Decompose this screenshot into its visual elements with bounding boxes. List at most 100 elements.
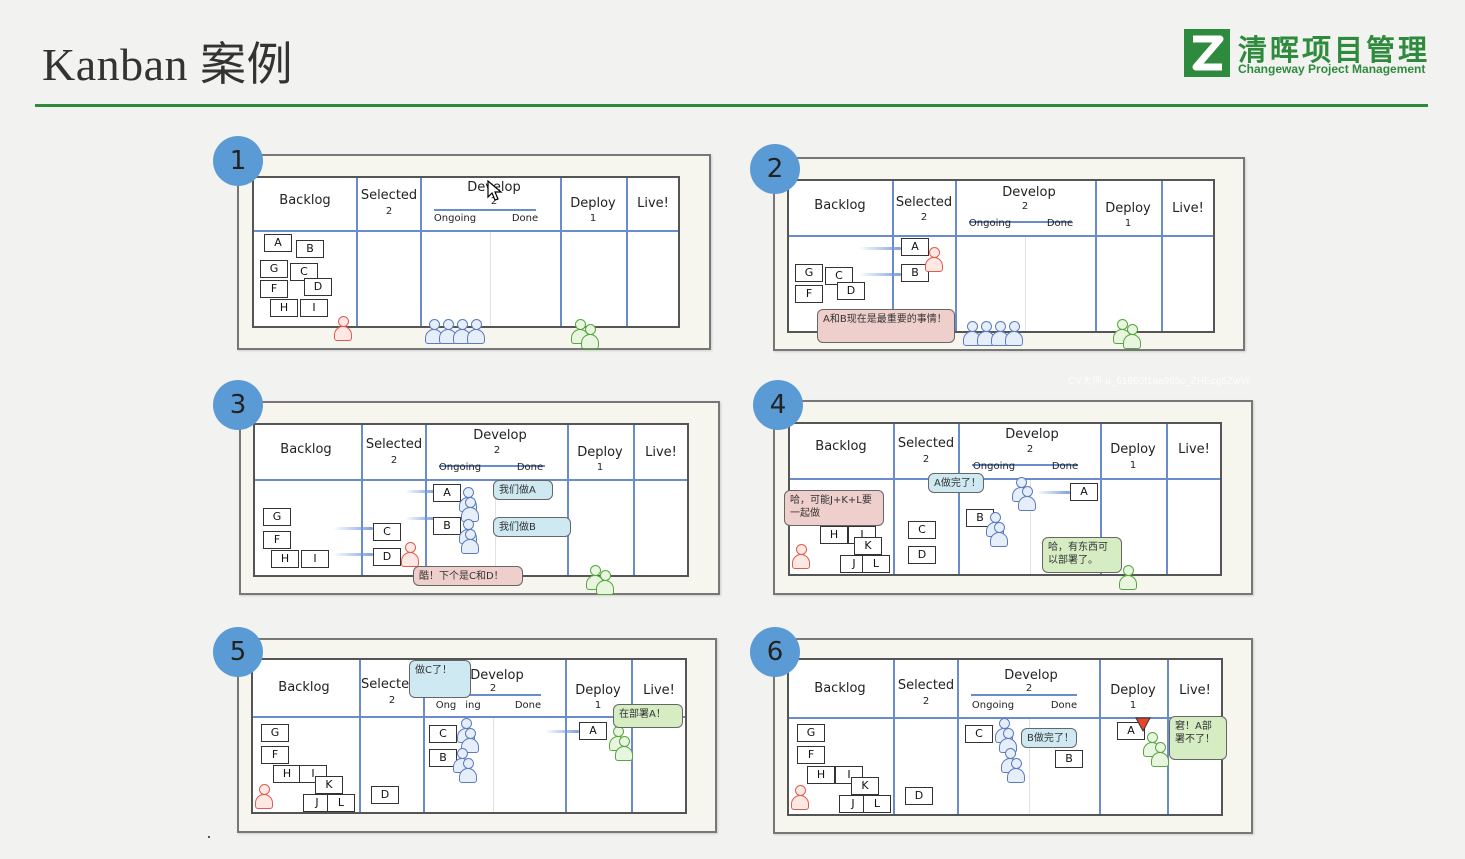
ops-person-icon: [1123, 324, 1141, 350]
col-selected-limit: 2: [922, 696, 930, 707]
logo-chinese-name: 清晖项目管理: [1238, 33, 1431, 67]
col-backlog: Backlog: [814, 681, 866, 696]
task-card: F: [795, 285, 823, 303]
task-card: B: [433, 517, 461, 535]
speech-bubble: A和B现在是最重要的事情！: [817, 309, 955, 343]
col-develop: Develop: [473, 428, 527, 443]
col-deploy: Deploy: [570, 196, 616, 211]
warning-triangle-icon: [1135, 717, 1151, 732]
col-develop: Develop: [1002, 185, 1056, 200]
col-develop-limit: 2: [489, 683, 497, 694]
col-backlog: Backlog: [280, 442, 332, 457]
kanban-board: Backlog Selecte 2 Develop 2 Ong ing Done…: [251, 658, 687, 814]
developer-icon: [1018, 486, 1036, 512]
col-develop-limit: 2: [1021, 201, 1029, 212]
developer-icon: [1005, 321, 1023, 347]
col-selected-limit: 2: [922, 454, 930, 465]
col-selected: Selected: [897, 436, 955, 451]
title-divider: [35, 104, 1428, 107]
col-ongoing: Ong: [435, 700, 457, 711]
col-selected-limit: 2: [390, 455, 398, 466]
developer-icon: [1007, 758, 1025, 784]
task-card: B: [296, 240, 324, 258]
task-card: B: [966, 509, 994, 527]
task-card: D: [905, 787, 933, 805]
step-number-badge: 3: [213, 380, 263, 430]
step-number-badge: 6: [750, 627, 800, 677]
customer-person-icon: [255, 784, 273, 810]
developer-icon: [990, 522, 1008, 548]
mouse-cursor-icon: [487, 180, 503, 201]
col-selected: Selected: [365, 437, 423, 452]
ops-person-icon: [1119, 565, 1137, 591]
col-selected: Selecte: [361, 677, 410, 692]
task-card: A: [901, 238, 929, 256]
task-card: D: [371, 786, 399, 804]
speech-bubble: A做完了！: [928, 473, 984, 493]
task-card: L: [863, 795, 891, 813]
task-card: I: [301, 550, 329, 568]
kanban-panel-1: Backlog Selected 2 Develop 2 Ongoing Don…: [237, 154, 711, 350]
col-develop: Develop: [470, 668, 524, 683]
logo-mark-icon: [1184, 29, 1230, 77]
kanban-board: Backlog Selected 2 Develop 2 Ongoing Don…: [787, 658, 1227, 816]
speech-bubble: B做完了！: [1021, 728, 1077, 748]
customer-person-icon: [334, 316, 352, 342]
developer-icon: [467, 319, 485, 345]
developer-icon: [461, 529, 479, 555]
customer-person-icon: [791, 785, 809, 811]
task-card: H: [807, 766, 835, 784]
task-card: D: [837, 282, 865, 300]
task-card: K: [854, 537, 882, 555]
col-done: Done: [511, 213, 539, 224]
col-deploy-limit: 1: [1129, 460, 1137, 471]
speech-bubble: 窘！A部署不了！: [1169, 716, 1227, 760]
col-deploy: Deploy: [575, 683, 621, 698]
developer-icon: [453, 319, 471, 345]
task-card: D: [304, 278, 332, 296]
speech-bubble: 酷！下个是C和D！: [413, 566, 523, 586]
col-selected-limit: 2: [385, 206, 393, 217]
col-develop-limit: 2: [493, 445, 501, 456]
ops-person-icon: [1151, 742, 1169, 768]
kanban-panel-4: Backlog Selected 2 Develop 2 Ongoing Don…: [773, 400, 1253, 595]
task-card: A: [1117, 722, 1145, 740]
watermark: CV大师-u_61860f1aa985c_ZHEcg5ZwVr: [1068, 376, 1250, 387]
task-card: G: [263, 508, 291, 526]
ops-person-icon: [581, 324, 599, 350]
col-live: Live!: [1178, 442, 1210, 457]
col-ongoing: Ongoing: [968, 218, 1012, 229]
col-backlog: Backlog: [278, 680, 330, 695]
col-selected-limit: 2: [920, 212, 928, 223]
kanban-board: Backlog Selected 2 Develop 2 Ongoing Don…: [252, 176, 680, 328]
col-deploy: Deploy: [577, 445, 623, 460]
col-deploy-limit: 1: [1129, 700, 1137, 711]
task-card: F: [260, 280, 288, 298]
task-card: D: [908, 546, 936, 564]
col-deploy-limit: 1: [1124, 218, 1132, 229]
task-card: K: [315, 776, 343, 794]
task-card: H: [273, 765, 301, 783]
kanban-panel-2: Backlog Selected 2 Develop 2 Ongoing Don…: [773, 157, 1245, 351]
task-card: F: [261, 746, 289, 764]
step-number-badge: 2: [750, 144, 800, 194]
col-develop-limit: 2: [1026, 444, 1034, 455]
kanban-panel-6: Backlog Selected 2 Develop 2 Ongoing Don…: [773, 638, 1253, 834]
task-card: D: [373, 548, 401, 566]
task-card: F: [263, 531, 291, 549]
col-ongoing: Ongoing: [971, 700, 1015, 711]
developer-icon: [461, 497, 479, 523]
task-card: I: [300, 299, 328, 317]
task-card: L: [327, 794, 355, 812]
ops-person-icon: [596, 570, 614, 596]
col-deploy-limit: 1: [589, 213, 597, 224]
col-deploy-limit: 1: [594, 700, 602, 711]
task-card: K: [851, 777, 879, 795]
col-deploy: Deploy: [1110, 683, 1156, 698]
task-card: F: [797, 746, 825, 764]
kanban-panel-3: Backlog Selected 2 Develop 2 Ongoing Don…: [239, 401, 720, 595]
kanban-board: Backlog Selected 2 Develop 2 Ongoing Don…: [787, 179, 1215, 343]
step-number-badge: 1: [213, 136, 263, 186]
col-backlog: Backlog: [815, 439, 867, 454]
col-live: Live!: [643, 683, 675, 698]
